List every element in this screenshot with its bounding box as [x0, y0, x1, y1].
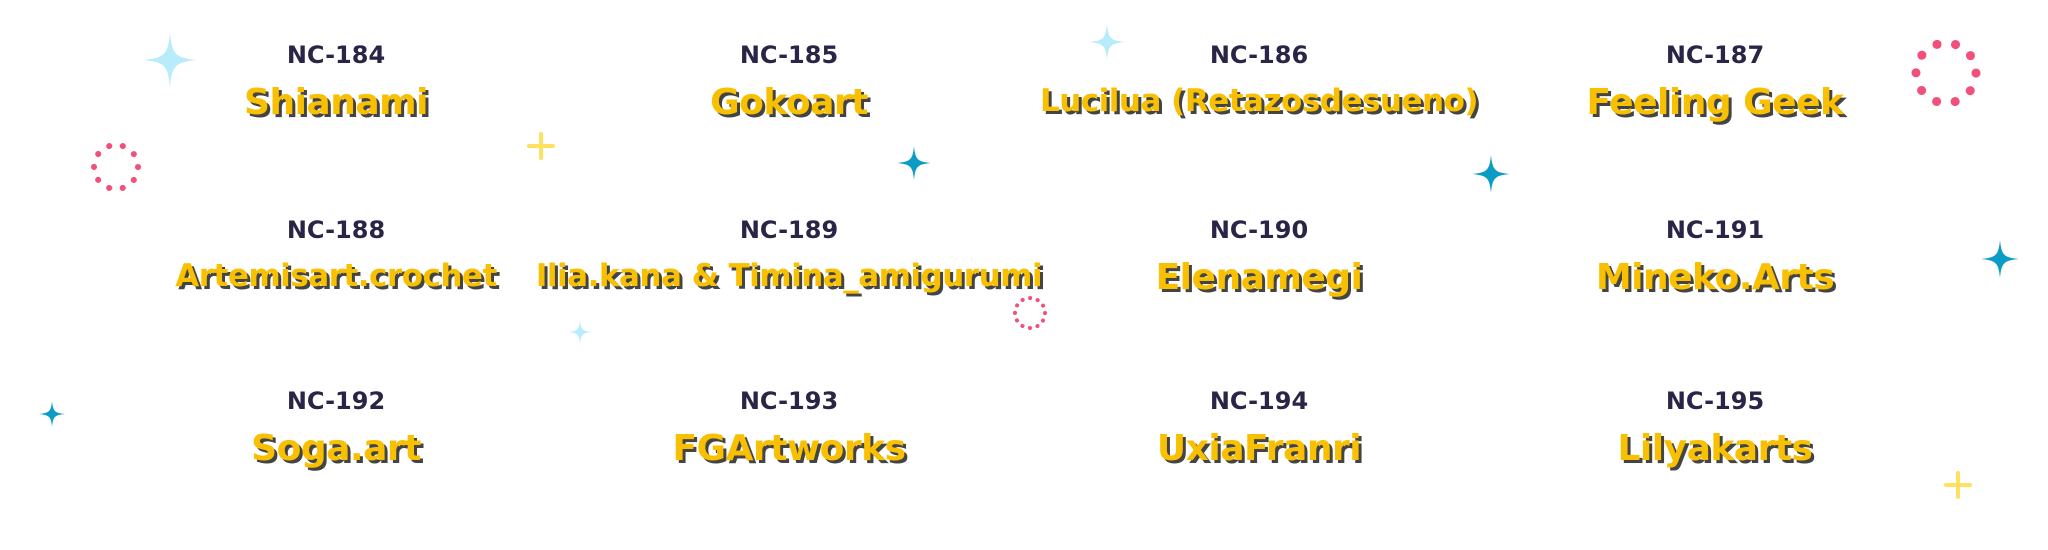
entry-code: NC-185	[739, 41, 839, 69]
entry-code: NC-188	[286, 216, 386, 244]
dotted-ring-icon	[91, 142, 141, 192]
entry-card: NC-194 UxiaFranri	[1039, 386, 1479, 472]
entry-card: NC-191 Mineko.Arts	[1495, 215, 1935, 301]
sparkle-icon	[897, 146, 931, 180]
entry-code: NC-192	[286, 387, 386, 415]
dotted-ring-icon	[1013, 296, 1047, 330]
entry-name: Soga.art	[251, 428, 421, 469]
entry-code: NC-187	[1665, 41, 1765, 69]
entry-card: NC-186 Lucilua (Retazosdesueno)	[1039, 40, 1479, 124]
plus-icon	[527, 132, 555, 160]
entry-card: NC-195 Lilyakarts	[1495, 386, 1935, 472]
entry-name: FGArtworks	[672, 428, 906, 469]
entry-code: NC-194	[1209, 387, 1309, 415]
entry-card: NC-184 Shianami	[116, 40, 556, 126]
sparkle-icon	[39, 401, 65, 427]
entry-code: NC-193	[739, 387, 839, 415]
entry-card: NC-190 Elenamegi	[1039, 215, 1479, 301]
entry-name: Lilyakarts	[1617, 428, 1813, 469]
entry-name: Mineko.Arts	[1595, 257, 1835, 298]
entry-name: Elenamegi	[1155, 257, 1363, 298]
entry-code: NC-190	[1209, 216, 1309, 244]
entry-code: NC-191	[1665, 216, 1765, 244]
entry-card: NC-187 Feeling Geek	[1495, 40, 1935, 126]
entry-name: UxiaFranri	[1156, 428, 1362, 469]
entry-card: NC-192 Soga.art	[116, 386, 556, 472]
entry-name: Lucilua (Retazosdesueno)	[1039, 83, 1479, 119]
entry-code: NC-195	[1665, 387, 1765, 415]
entry-code: NC-184	[286, 41, 386, 69]
entry-name: Ilia.kana & Timina_amigurumi	[535, 258, 1043, 294]
entry-card: NC-188 Artemisart.crochet	[116, 215, 556, 299]
entry-card: NC-189 Ilia.kana & Timina_amigurumi	[529, 215, 1049, 299]
entry-name: Gokoart	[710, 82, 868, 123]
entry-card: NC-193 FGArtworks	[569, 386, 1009, 472]
entry-name: Feeling Geek	[1586, 82, 1844, 123]
sparkle-icon	[568, 320, 592, 344]
entry-name: Artemisart.crochet	[175, 258, 497, 294]
plus-icon	[1944, 471, 1972, 499]
sparkle-icon	[1981, 240, 2019, 278]
entry-code: NC-189	[739, 216, 839, 244]
entry-card: NC-185 Gokoart	[569, 40, 1009, 126]
sparkle-icon	[1472, 155, 1510, 193]
entry-code: NC-186	[1209, 41, 1309, 69]
entry-name: Shianami	[244, 82, 428, 123]
